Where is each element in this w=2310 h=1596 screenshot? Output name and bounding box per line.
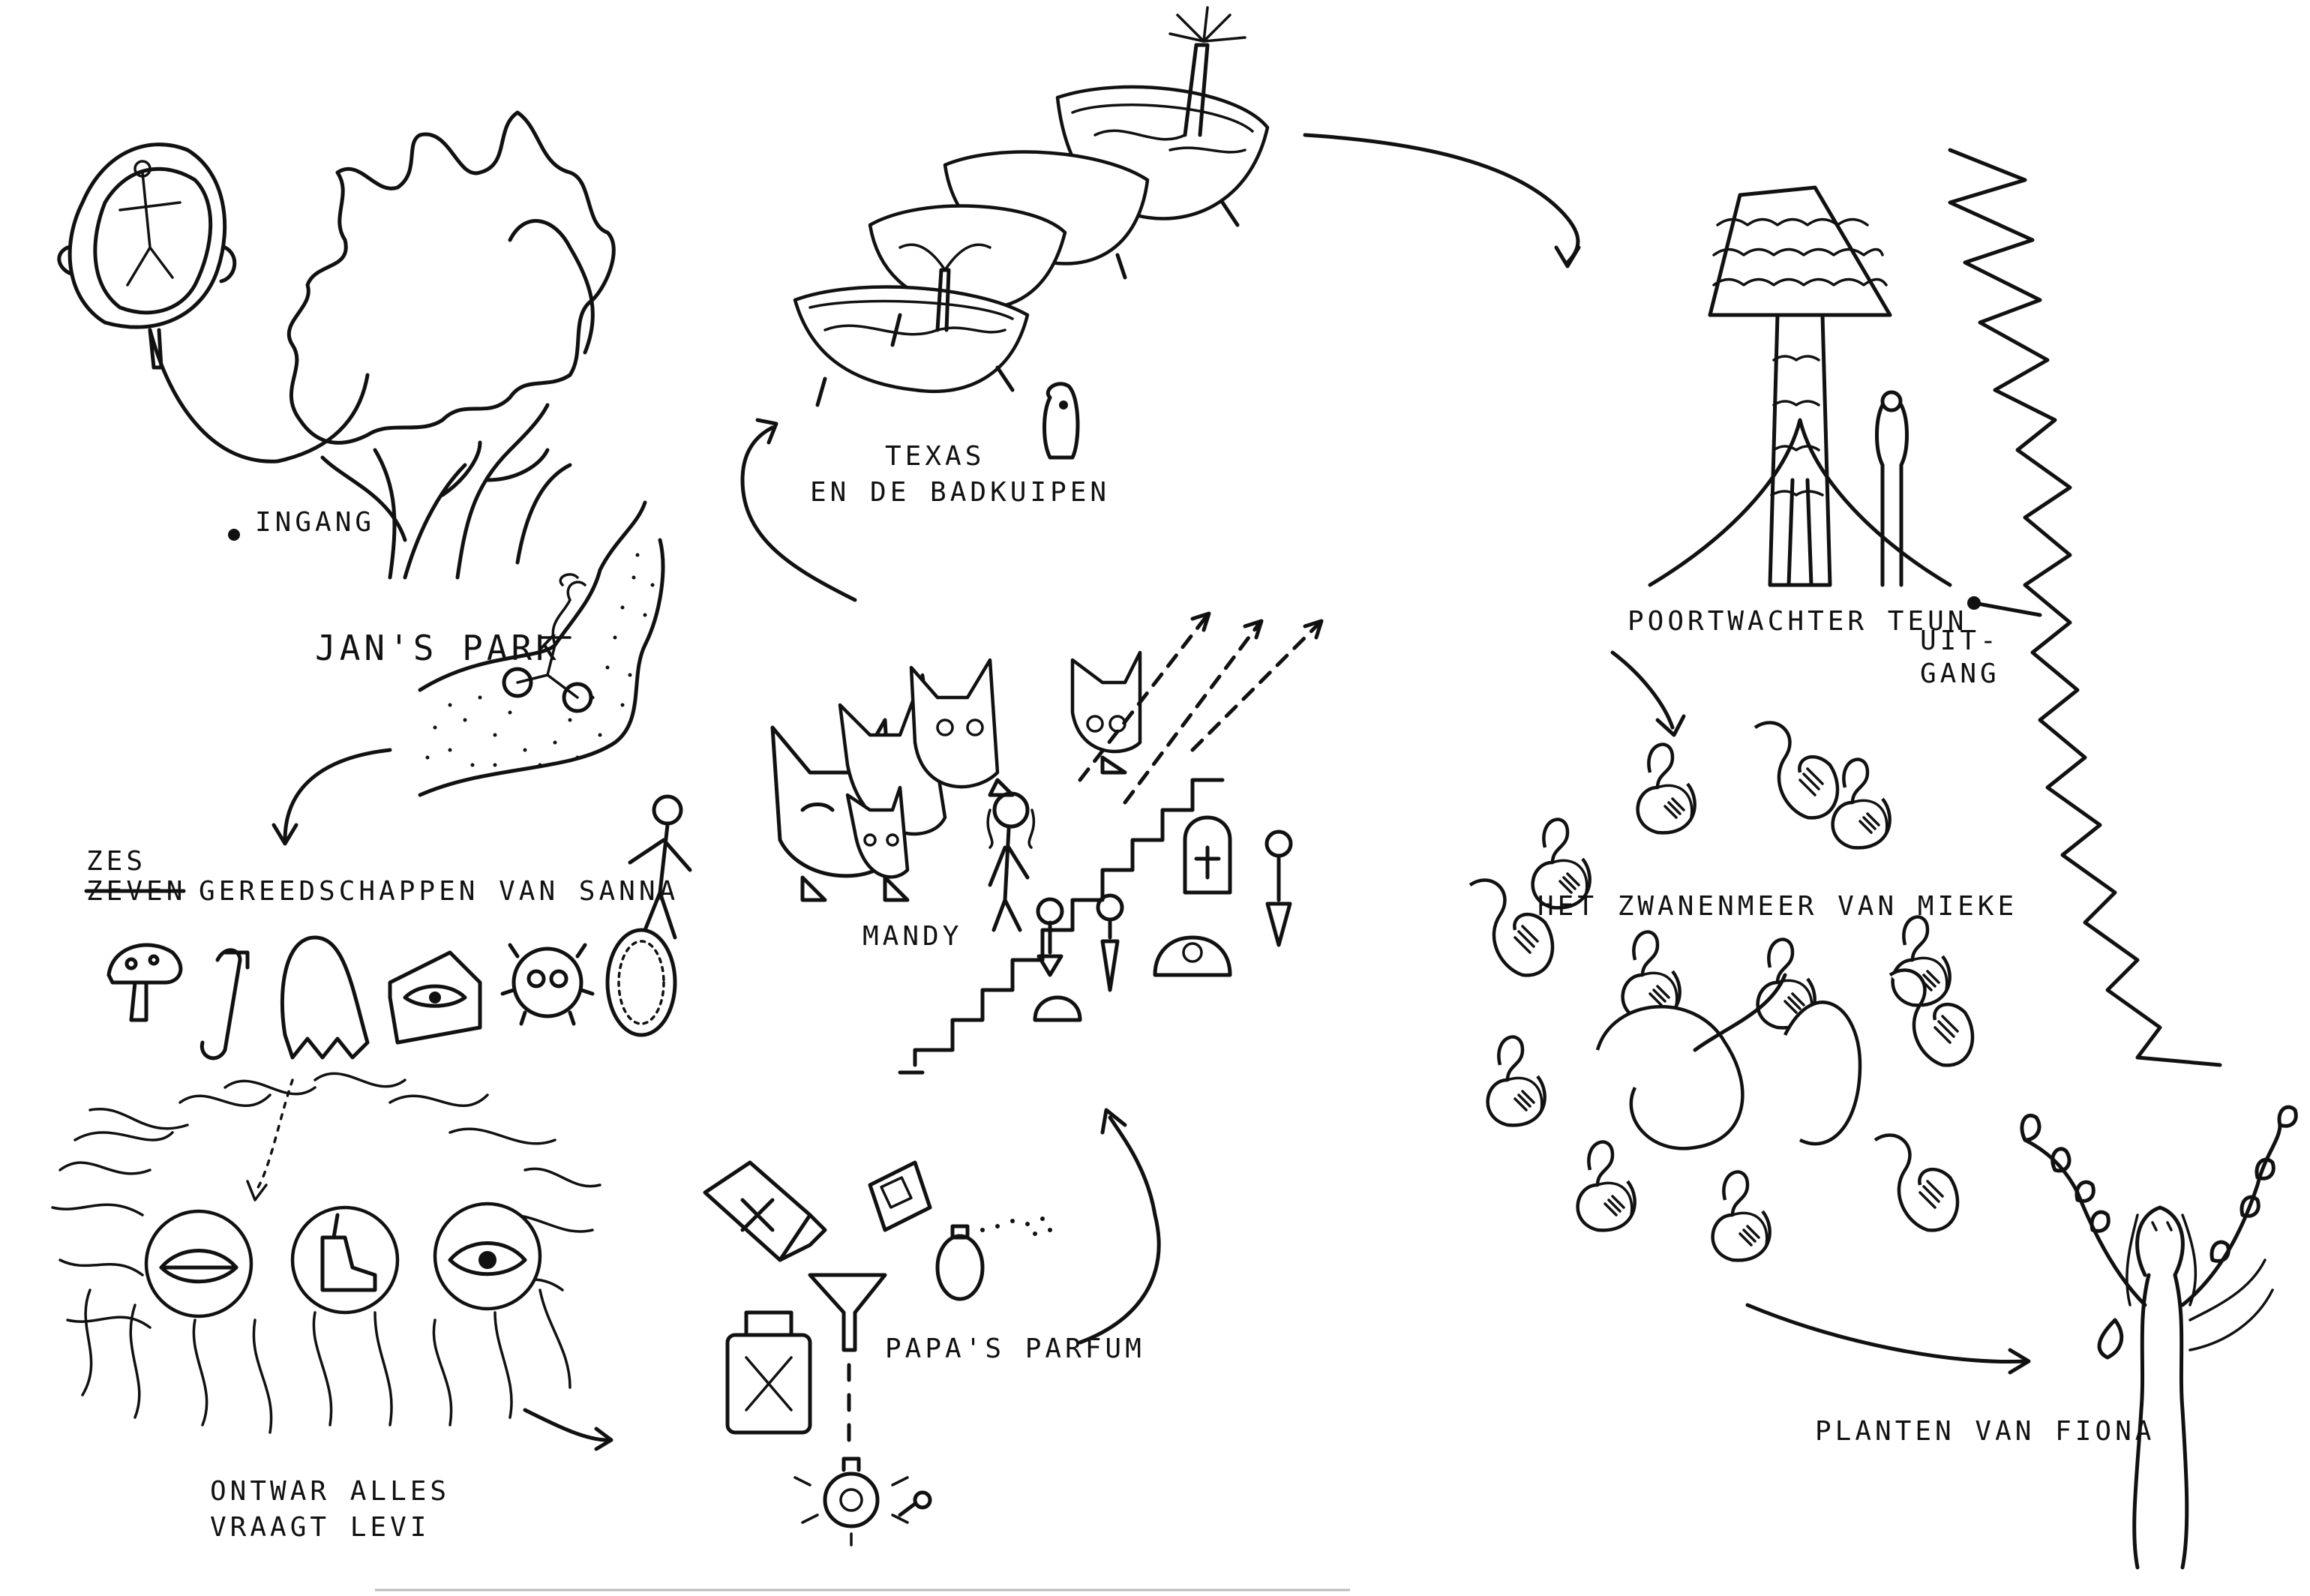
texas-label-line2: EN DE BADKUIPEN (810, 477, 1110, 508)
ontwar-label-line2: VRAAGT LEVI (210, 1512, 430, 1543)
poortwachter-label: POORTWACHTER TEUN (1628, 606, 1967, 637)
small-figure-icon (1042, 382, 1080, 460)
arrow-park-to-tools (283, 748, 392, 842)
lips-icon (144, 1209, 254, 1318)
flask-icon (794, 1456, 932, 1546)
sanna-tools: ZES ZEVEN GEREEDSCHAPPEN VAN SANNA (84, 794, 692, 1060)
ontwar-label-line1: ONTWAR ALLES (210, 1476, 450, 1507)
tangle-lines (51, 1072, 602, 1434)
swan-icon (1833, 760, 1890, 848)
big-swan-icon (1595, 973, 1862, 1150)
jans-park-label: JAN'S PARK (315, 628, 560, 668)
exit-zigzag (1948, 148, 2222, 1067)
shoe-icon (290, 1205, 400, 1315)
plant-woman-icon (2020, 1105, 2298, 1570)
planten-label: PLANTEN VAN FIONA (1815, 1416, 2155, 1447)
entrance-dot (228, 529, 240, 541)
mandy-label: MANDY (862, 921, 962, 952)
watchtower-icon (1648, 185, 1952, 587)
papas-parfum: PAPA'S PARFUM (703, 1160, 1145, 1546)
girl-figure-icon (986, 791, 1036, 932)
perfume-bottle-icon (725, 1310, 812, 1435)
zwanenmeer-label: HET ZWANENMEER VAN MIEKE (1538, 891, 2018, 922)
swan-icon (1488, 1037, 1545, 1126)
park-path (418, 500, 665, 797)
box-eye-icon (388, 950, 482, 1045)
mushroom-icon (106, 943, 183, 1022)
fountain-pipe (898, 6, 1246, 332)
arrow-levi-to-parfum (523, 1408, 610, 1442)
tipped-bottle-icon (703, 1160, 827, 1262)
swan-icon (1578, 1142, 1635, 1231)
levi-tangle: ONTWAR ALLES VRAAGT LEVI (51, 1072, 602, 1543)
gereedschappen-label: GEREEDSCHAPPEN VAN SANNA (199, 876, 679, 907)
uitgang-label-line1: UIT- (1920, 626, 2000, 656)
arrow-parfum-to-mandy (1078, 1115, 1161, 1345)
tree-crowns (286, 110, 616, 580)
arrow-texas-to-tower (1303, 133, 1580, 265)
texas-label-line1: TEXAS (885, 441, 985, 472)
bathtub-icon (793, 85, 1270, 407)
eye-icon (433, 1202, 542, 1311)
swan-lake: HET ZWANENMEER VAN MIEKE (1470, 723, 2018, 1261)
swan-icon (1875, 1136, 1958, 1231)
papas-parfum-label: PAPA'S PARFUM (885, 1334, 1145, 1364)
small-bottle-icon (868, 1160, 932, 1232)
arrow-mandy-to-texas (740, 425, 857, 602)
shawl-icon (280, 935, 370, 1060)
park-sign-icon (57, 142, 370, 464)
zes-label: ZES (86, 846, 146, 877)
staircase-icon (898, 778, 1225, 1075)
ingang-label: INGANG (255, 507, 375, 538)
swan-icon (1638, 745, 1695, 833)
arrow-tower-to-swans (1610, 650, 1675, 730)
texas-bathtubs: TEXAS EN DE BADKUIPEN (793, 6, 1270, 508)
arrow-swans-to-plants (1745, 1303, 2027, 1364)
girl-figure-icon (628, 794, 692, 940)
uitgang-label-line2: GANG (1920, 658, 2000, 689)
cyclist-icon (502, 573, 593, 713)
swan-icon (1755, 723, 1838, 818)
scroll-icon (200, 948, 250, 1060)
funnel-icon (808, 1273, 887, 1442)
spray-bottle-icon (935, 1216, 1052, 1301)
mandy: MANDY (770, 611, 1324, 1075)
clock-icon (1033, 815, 1293, 1022)
swan-icon (1713, 1172, 1770, 1261)
furry-creature-icon (500, 943, 595, 1026)
stair-arrows (1078, 611, 1324, 805)
fiona-plants: PLANTEN VAN FIONA (1815, 1105, 2298, 1570)
cat-creature-icon (770, 650, 1142, 902)
jans-park: INGANG JAN'S PARK (57, 110, 665, 797)
hairbrush-icon (605, 928, 677, 1037)
